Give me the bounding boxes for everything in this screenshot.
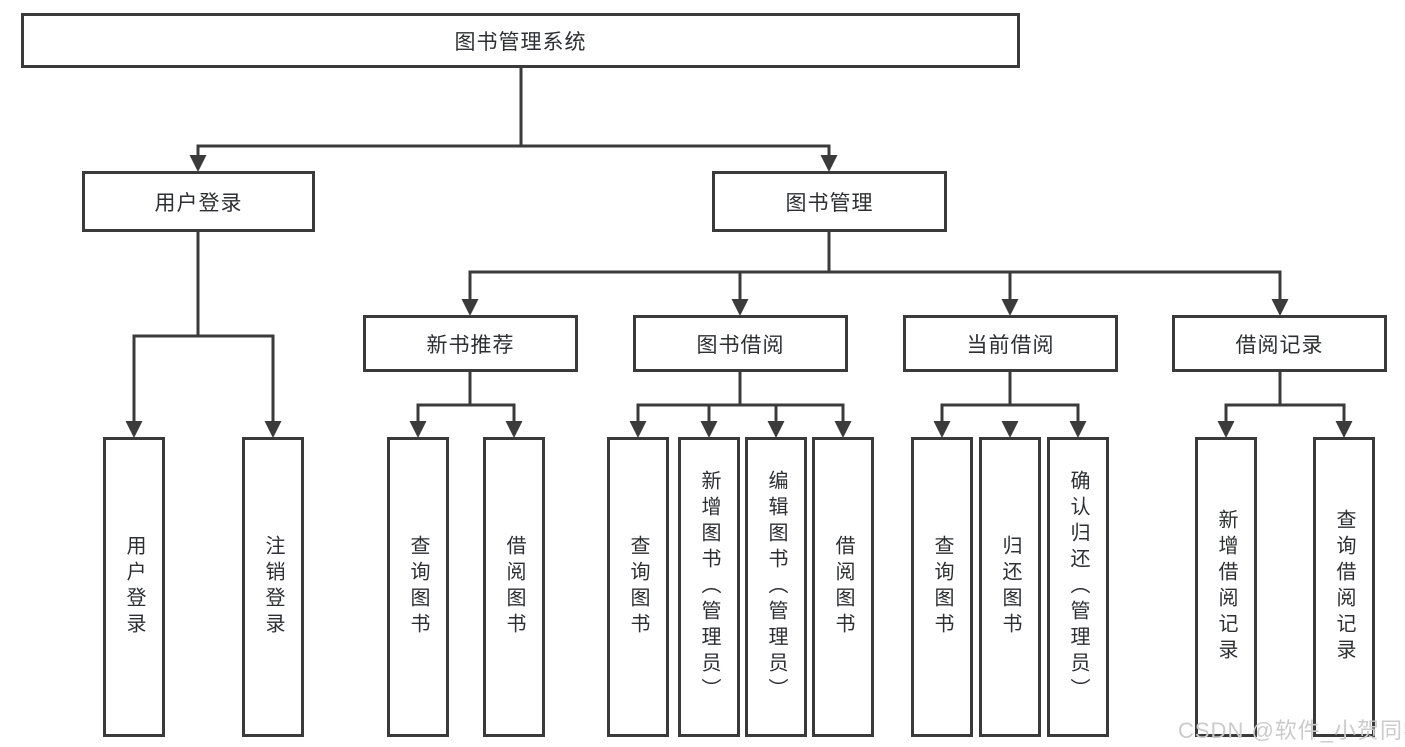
leaf-edit-book-admin: 编辑图书（管理员） <box>745 437 807 737</box>
leaf-return-book: 归还图书 <box>979 437 1041 737</box>
leaf-logout: 注销登录 <box>242 437 304 737</box>
node-root-system: 图书管理系统 <box>21 13 1020 68</box>
node-borrow-records: 借阅记录 <box>1172 315 1387 372</box>
leaf-query-borrow-record: 查询借阅记录 <box>1313 437 1375 737</box>
node-user-login: 用户登录 <box>82 171 315 232</box>
leaf-borrow-book-recommend: 借阅图书 <box>483 437 545 737</box>
leaf-add-book-admin: 新增图书（管理员） <box>678 437 740 737</box>
node-new-book-recommend: 新书推荐 <box>363 315 578 372</box>
leaf-query-book-recommend: 查询图书 <box>387 437 449 737</box>
node-book-borrow: 图书借阅 <box>633 315 848 372</box>
node-current-borrow: 当前借阅 <box>903 315 1118 372</box>
leaf-borrow-book: 借阅图书 <box>812 437 874 737</box>
leaf-query-book-current: 查询图书 <box>911 437 973 737</box>
leaf-query-book-borrow: 查询图书 <box>607 437 669 737</box>
leaf-add-borrow-record: 新增借阅记录 <box>1195 437 1257 737</box>
leaf-user-login: 用户登录 <box>103 437 165 737</box>
node-book-management: 图书管理 <box>712 171 947 232</box>
leaf-confirm-return-admin: 确认归还（管理员） <box>1047 437 1109 737</box>
arrowheads <box>125 155 1353 438</box>
csdn-watermark: CSDN @软件_小贺同学 <box>1178 718 1405 743</box>
